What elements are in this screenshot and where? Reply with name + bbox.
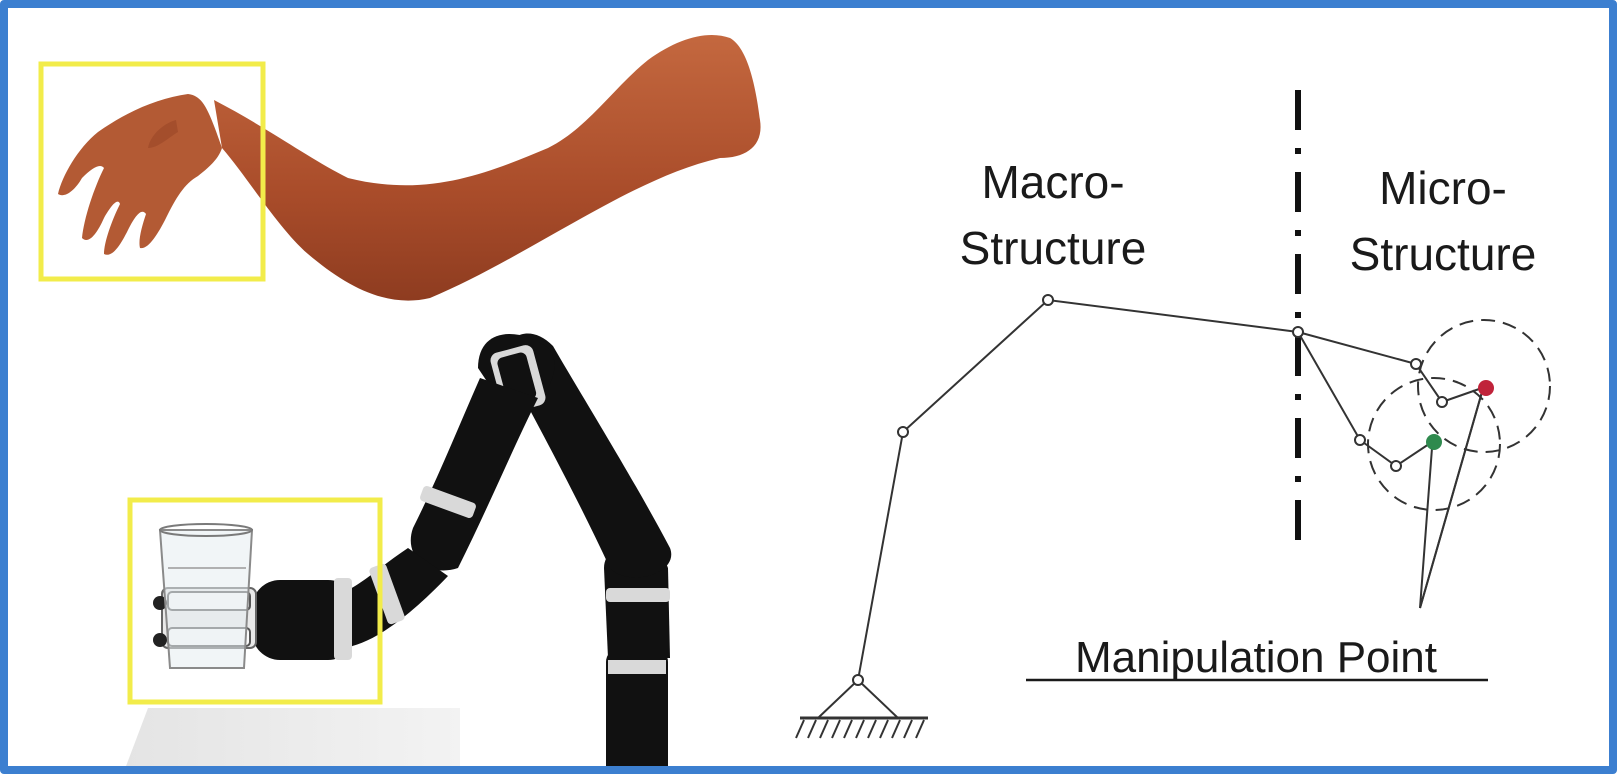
joint bbox=[1043, 295, 1053, 305]
robot-forearm-link bbox=[411, 378, 538, 570]
macro-structure-label-line1: Macro- bbox=[981, 156, 1124, 208]
ground-hatch-icon bbox=[796, 720, 924, 738]
joint bbox=[853, 675, 863, 685]
macro-chain bbox=[858, 300, 1298, 680]
joint bbox=[1437, 397, 1447, 407]
kinematic-joints bbox=[853, 295, 1447, 685]
joint bbox=[898, 427, 908, 437]
joint bbox=[1391, 461, 1401, 471]
glass-cup bbox=[160, 530, 252, 668]
joint bbox=[1411, 359, 1421, 369]
table-surface bbox=[120, 708, 460, 774]
micro-structure-label-line1: Micro- bbox=[1379, 162, 1507, 214]
micro-chain-upper bbox=[1298, 332, 1482, 402]
human-hand bbox=[58, 94, 222, 255]
micro-structure-label-line2: Structure bbox=[1350, 228, 1537, 280]
joint bbox=[1355, 435, 1365, 445]
figure-canvas: Macro- Structure Micro- Structure Manipu… bbox=[8, 8, 1617, 774]
macro-structure-label-line2: Structure bbox=[960, 222, 1147, 274]
gripper-knob bbox=[153, 633, 167, 647]
manipulation-point-green bbox=[1426, 434, 1442, 450]
robot-ring bbox=[334, 578, 352, 660]
micro-chain-lower bbox=[1298, 332, 1432, 466]
human-arm-illustration bbox=[58, 35, 761, 301]
manipulation-point-label: Manipulation Point bbox=[1075, 633, 1437, 682]
robotic-arm-illustration bbox=[120, 333, 671, 774]
robot-ring bbox=[608, 660, 666, 674]
joint bbox=[1293, 327, 1303, 337]
manipulation-point-red bbox=[1478, 380, 1494, 396]
robot-ring bbox=[606, 588, 670, 602]
human-arm-limb bbox=[214, 35, 761, 301]
